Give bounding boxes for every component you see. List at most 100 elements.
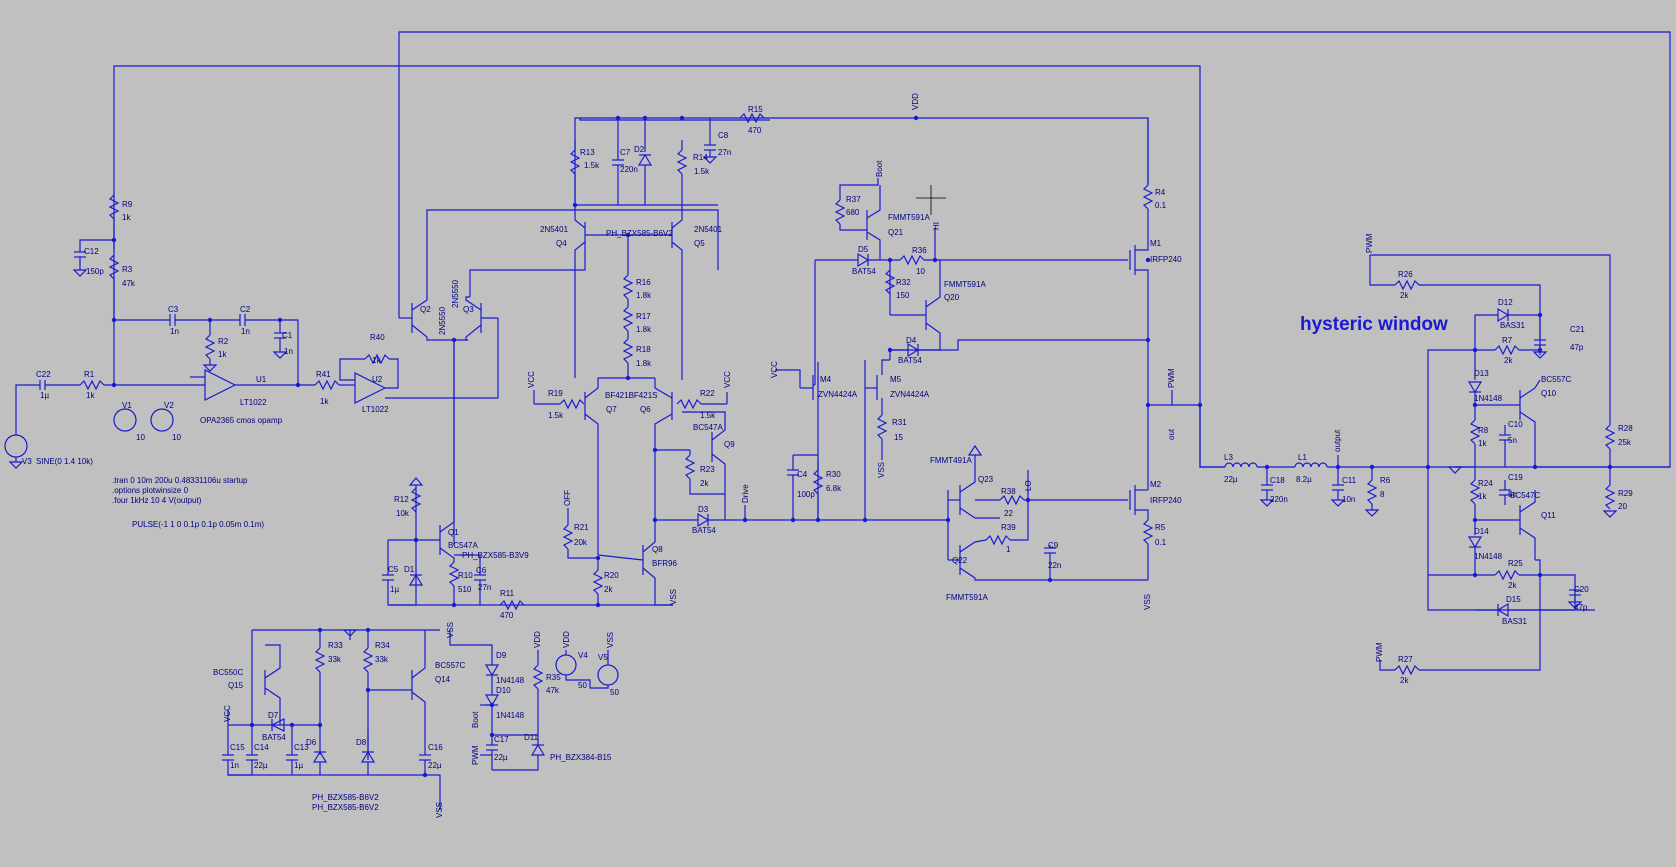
vas-section bbox=[390, 411, 948, 611]
label-D11: D11 bbox=[524, 733, 539, 742]
label-R28-value: 25k bbox=[1618, 438, 1632, 447]
label-Q9-value: BC547A bbox=[693, 423, 723, 432]
label-R26: R26 bbox=[1398, 270, 1413, 279]
label-R40-value: 1k bbox=[372, 356, 381, 365]
label-C3-value: 1n bbox=[170, 327, 179, 336]
label-D13-value: 1N4148 bbox=[1474, 394, 1503, 403]
label-D12-value: BAS31 bbox=[1500, 321, 1525, 330]
net-VCC-2: VCC bbox=[723, 371, 732, 388]
cursor-crosshair bbox=[916, 185, 946, 215]
label-R18-value: 1.8k bbox=[636, 359, 652, 368]
label-R21: R21 bbox=[574, 523, 589, 532]
label-R16-value: 1.8k bbox=[636, 291, 652, 300]
label-R27-value: 2k bbox=[1400, 676, 1409, 685]
pulse-directive: PULSE(-1 1 0 0.1p 0.1p 0.05m 0.1m) bbox=[132, 520, 264, 529]
label-D8: D8 bbox=[356, 738, 367, 747]
label-Q2: Q2 bbox=[420, 305, 431, 314]
label-D13: D13 bbox=[1474, 369, 1489, 378]
label-R3-value: 47k bbox=[122, 279, 136, 288]
driver-section bbox=[775, 178, 1148, 581]
feedback-wires bbox=[113, 31, 1671, 468]
net-labels: VDD VCC VCC VCC VCC VSS VSS VSS VSS VSS … bbox=[223, 93, 1384, 818]
label-D12: D12 bbox=[1498, 298, 1513, 307]
label-D7: D7 bbox=[268, 711, 279, 720]
label-V1: V1 bbox=[122, 401, 132, 410]
label-C5: C5 bbox=[388, 565, 399, 574]
label-R3: R3 bbox=[122, 265, 133, 274]
label-L3: L3 bbox=[1224, 453, 1233, 462]
label-C15: C15 bbox=[230, 743, 245, 752]
label-D9: D9 bbox=[496, 651, 507, 660]
label-Q5-value: 2N5401 bbox=[694, 225, 723, 234]
label-Q23-value: FMMT491A bbox=[930, 456, 972, 465]
label-R1: R1 bbox=[84, 370, 95, 379]
label-V1-value: 10 bbox=[136, 433, 145, 442]
net-PWM-3: PWM bbox=[1375, 642, 1384, 662]
label-C13-value: 1µ bbox=[294, 761, 303, 770]
label-R39-value: 1 bbox=[1006, 545, 1011, 554]
net-VDD-3: VDD bbox=[533, 631, 542, 648]
q1-current-source bbox=[382, 340, 486, 606]
spice-directive-1: .tran 0 10m 200u 0.48331106u startup bbox=[112, 476, 248, 485]
label-Q5: Q5 bbox=[694, 239, 705, 248]
label-R33: R33 bbox=[328, 641, 343, 650]
label-C1-value: 1n bbox=[284, 347, 293, 356]
label-M5-value: ZVN4424A bbox=[890, 390, 930, 399]
label-R32: R32 bbox=[896, 278, 911, 287]
label-C19-value: 5n bbox=[1508, 490, 1517, 499]
label-Q11-value: BC547C bbox=[1510, 491, 1540, 500]
output-stage bbox=[1129, 118, 1200, 580]
label-R24-value: 1k bbox=[1478, 492, 1487, 501]
label-R39: R39 bbox=[1001, 523, 1016, 532]
net-OFF: OFF bbox=[563, 490, 572, 506]
output-filter bbox=[1199, 405, 1670, 517]
label-R20: R20 bbox=[604, 571, 619, 580]
label-R28: R28 bbox=[1618, 424, 1633, 433]
label-C11-value: 10n bbox=[1342, 495, 1355, 504]
label-L3-value: 22µ bbox=[1224, 475, 1238, 484]
label-R6-value: 8 bbox=[1380, 490, 1385, 499]
label-D4: D4 bbox=[906, 336, 917, 345]
label-R29-value: 20 bbox=[1618, 502, 1627, 511]
net-VCC-4: VCC bbox=[223, 705, 232, 722]
label-R23-value: 2k bbox=[700, 479, 709, 488]
label-R34-value: 33k bbox=[375, 655, 389, 664]
label-R26-value: 2k bbox=[1400, 291, 1409, 300]
label-C5-value: 1µ bbox=[390, 585, 399, 594]
input-section bbox=[4, 194, 499, 469]
label-R7: R7 bbox=[1502, 336, 1513, 345]
label-R19-value: 1.5k bbox=[548, 411, 564, 420]
net-LO: LO bbox=[1024, 480, 1033, 491]
net-PWM-2: PWM bbox=[1365, 233, 1374, 253]
label-C6: C6 bbox=[476, 566, 487, 575]
label-R14: R14 bbox=[693, 153, 708, 162]
label-R31: R31 bbox=[892, 418, 907, 427]
label-C14-value: 22µ bbox=[254, 761, 268, 770]
label-C7-value: 220n bbox=[620, 165, 638, 174]
label-C10: C10 bbox=[1508, 420, 1523, 429]
label-Q23: Q23 bbox=[978, 475, 994, 484]
label-R38: R38 bbox=[1001, 487, 1016, 496]
label-U1: U1 bbox=[256, 375, 267, 384]
label-R11-value: 470 bbox=[500, 611, 514, 620]
label-D1: D1 bbox=[404, 565, 415, 574]
label-R8-value: 1k bbox=[1478, 439, 1487, 448]
label-R4: R4 bbox=[1155, 188, 1166, 197]
net-VSS-5: VSS bbox=[606, 632, 615, 648]
label-Q10-value: BC557C bbox=[1541, 375, 1571, 384]
label-Q21: Q21 bbox=[888, 228, 904, 237]
label-R37: R37 bbox=[846, 195, 861, 204]
label-R33-value: 33k bbox=[328, 655, 342, 664]
label-Q20-value: FMMT591A bbox=[944, 280, 986, 289]
label-R22: R22 bbox=[700, 389, 715, 398]
label-C19: C19 bbox=[1508, 473, 1523, 482]
label-Q1: Q1 bbox=[448, 528, 459, 537]
label-C6-value: 27n bbox=[478, 583, 491, 592]
label-Q10: Q10 bbox=[1541, 389, 1557, 398]
label-D1-value: PH_BZX585-B3V9 bbox=[462, 551, 529, 560]
net-Drive: Drive bbox=[741, 484, 750, 503]
label-D2-value: PH_BZX585-B6V2 bbox=[606, 229, 673, 238]
net-output: output bbox=[1333, 429, 1342, 452]
label-D3-value: BAT54 bbox=[692, 526, 716, 535]
label-D8-value: PH_BZX585-B6V2 bbox=[312, 803, 379, 812]
